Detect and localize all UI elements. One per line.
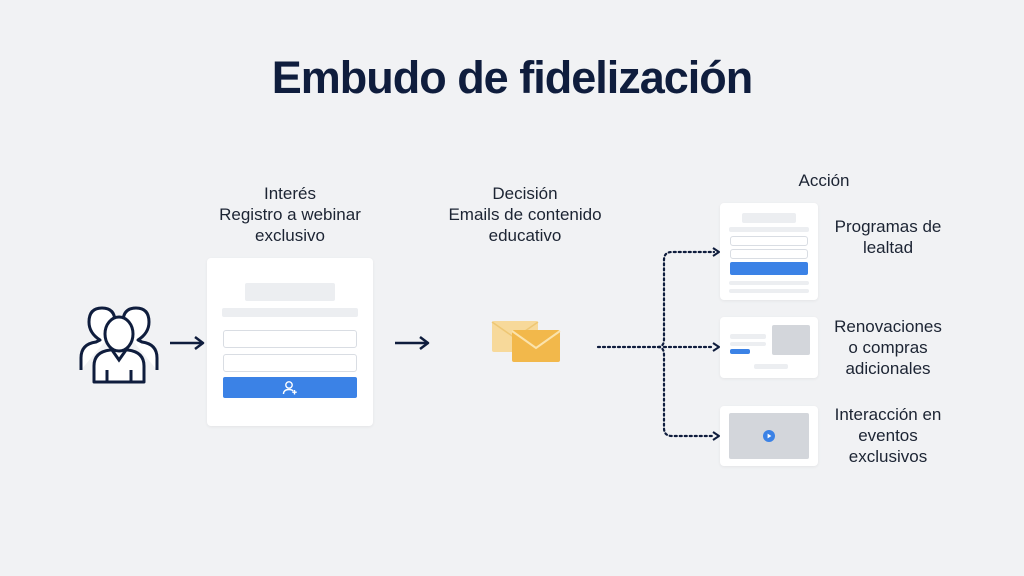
action-label-line: exclusivos (848, 447, 928, 466)
card-line-placeholder (754, 364, 788, 369)
arrow-right-icon (168, 333, 208, 358)
action-label-line: o compras (848, 338, 928, 357)
stage-line: Emails de contenido (448, 205, 602, 224)
play-icon (763, 430, 775, 442)
card-input-field (730, 236, 808, 246)
card-button (730, 349, 750, 354)
action-loyalty-label: Programas de lealtad (820, 216, 956, 258)
stage-heading: Decisión (492, 184, 558, 203)
card-line-placeholder (730, 342, 766, 346)
registration-form-card (207, 258, 373, 426)
card-header-placeholder (742, 213, 796, 223)
stage-line: Registro a webinar (219, 205, 361, 224)
stage-line: educativo (488, 226, 562, 245)
card-line-placeholder (730, 334, 766, 339)
card-line-placeholder (729, 227, 809, 232)
users-icon (76, 300, 162, 384)
action-label-line: Programas de (834, 217, 942, 236)
action-label-line: eventos (858, 426, 918, 445)
stage-action-heading: Acción (798, 171, 850, 190)
card-line-placeholder (729, 281, 809, 285)
stage-decision-label: Decisión Emails de contenido educativo (425, 183, 625, 246)
arrow-right-icon (393, 333, 433, 358)
action-events-label: Interacción en eventos exclusivos (820, 404, 956, 467)
form-input-field (223, 330, 357, 348)
loyalty-program-card (720, 203, 818, 300)
card-input-field (730, 249, 808, 259)
action-label-line: adicionales (845, 359, 931, 378)
register-button (223, 377, 357, 398)
stage-heading: Interés (264, 184, 316, 203)
action-label-line: lealtad (862, 238, 914, 257)
stage-interest-label: Interés Registro a webinar exclusivo (190, 183, 390, 246)
action-label-line: Interacción en (834, 405, 942, 424)
purchase-card (720, 317, 818, 378)
form-header-placeholder (245, 283, 335, 301)
card-line-placeholder (729, 289, 809, 293)
stage-line: exclusivo (255, 226, 325, 245)
page-title: Embudo de fidelización (271, 52, 754, 103)
add-user-icon (282, 381, 297, 395)
event-video-card (720, 406, 818, 466)
product-image-placeholder (772, 325, 810, 355)
action-label-line: Renovaciones (834, 317, 942, 336)
form-subtitle-placeholder (222, 308, 358, 317)
form-input-field (223, 354, 357, 372)
branch-connector (596, 244, 726, 449)
action-renewals-label: Renovaciones o compras adicionales (820, 316, 956, 379)
video-player-placeholder (729, 413, 809, 459)
card-button (730, 262, 808, 275)
envelopes-icon (490, 318, 562, 369)
